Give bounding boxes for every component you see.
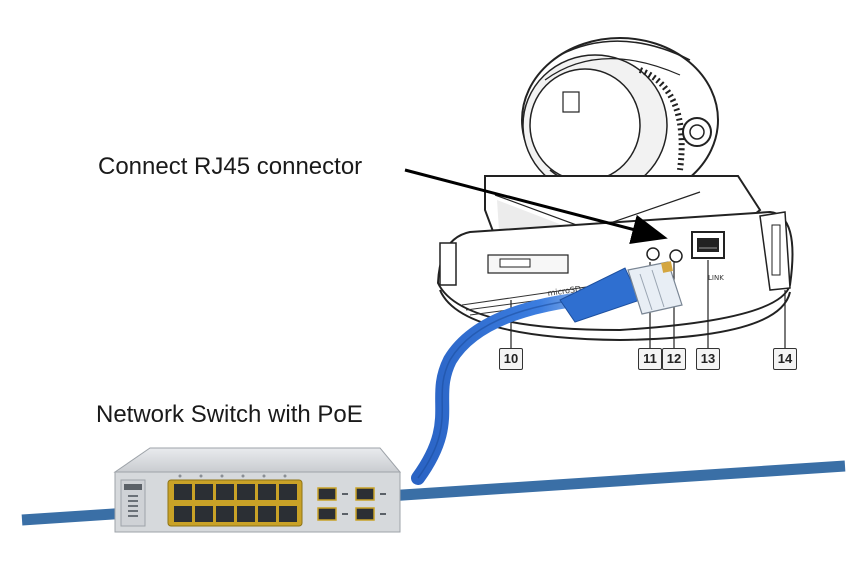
connect-rj45-label: Connect RJ45 connector	[98, 153, 363, 180]
callout-13: 13	[696, 348, 720, 370]
callout-14: 14	[773, 348, 797, 370]
dome-camera: microSD LINK	[436, 37, 794, 348]
callout-11: 11	[638, 348, 662, 370]
rj45-port: LINK	[691, 231, 725, 282]
ethernet-cable	[411, 261, 683, 485]
pointer-arrow	[404, 168, 668, 244]
callout-10: 10	[499, 348, 523, 370]
rj45-connector	[627, 261, 683, 315]
camera-lens	[521, 37, 719, 203]
network-switch	[113, 447, 402, 533]
callout-12: 12	[662, 348, 686, 370]
network-switch-label: Network Switch with PoE	[96, 401, 363, 428]
link-port-label: LINK	[708, 274, 724, 282]
